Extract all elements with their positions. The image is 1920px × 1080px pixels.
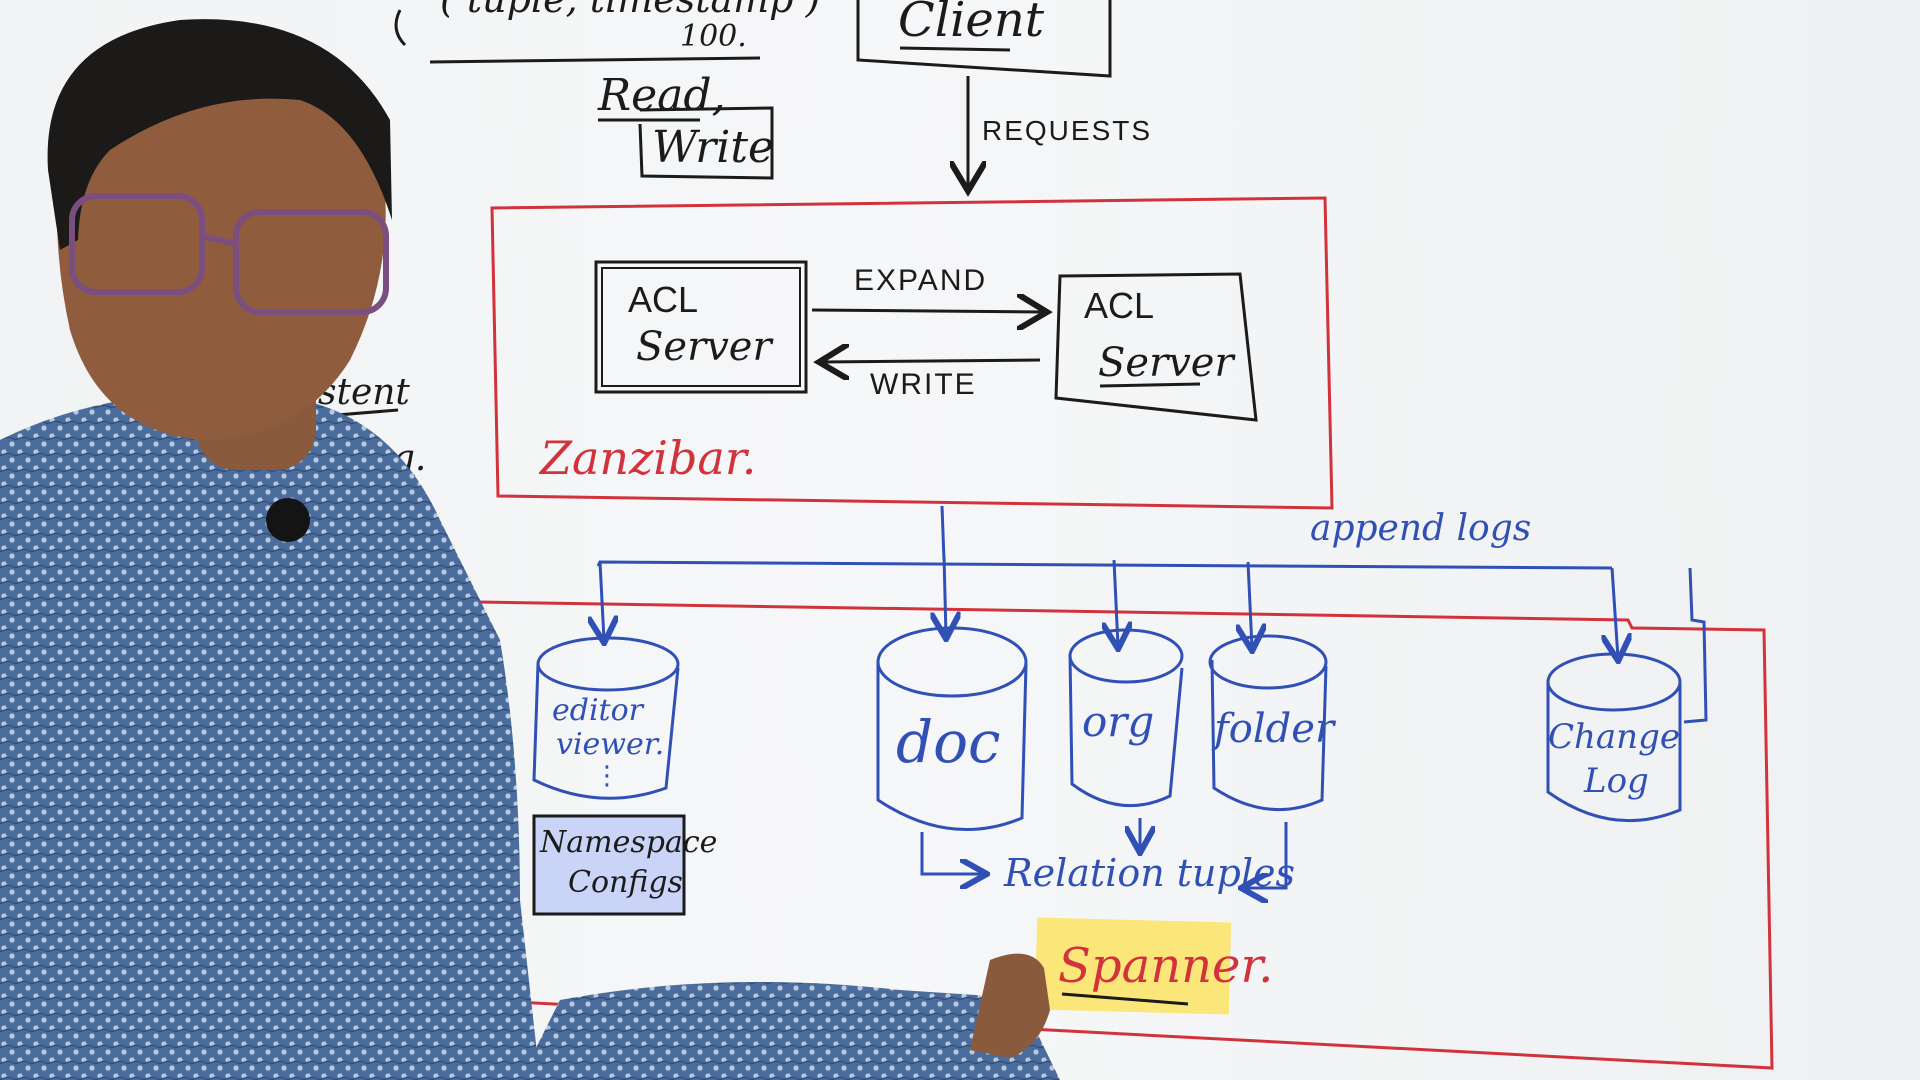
presenter-hair <box>47 19 392 250</box>
folder-label: folder <box>1211 706 1337 752</box>
spanner-label: Spanner. <box>1058 938 1273 994</box>
changelog-line2: Log <box>1583 761 1649 801</box>
client-label: Client <box>898 0 1045 48</box>
write-label: WRITE <box>870 368 977 401</box>
presenter-face <box>56 50 386 440</box>
write-arrow: WRITE <box>822 360 1041 401</box>
doc-db: doc <box>876 626 1028 832</box>
expand-label: EXPAND <box>854 264 987 297</box>
acl-right-line1: ACL <box>1084 285 1154 326</box>
presenter <box>0 19 1060 1080</box>
changelog-db: Change Log <box>1546 652 1682 823</box>
zanzibar-box: Zanzibar. ACL Server ACL Server EXPAND W… <box>490 196 1334 510</box>
append-logs-label: append logs <box>1310 508 1531 549</box>
namespace-db-line1: editor <box>552 693 645 728</box>
tuple-text: ( tuple, timestamp ) <box>440 0 820 21</box>
acl-server-right: ACL Server <box>1054 272 1258 422</box>
number-text: 100. <box>680 19 747 54</box>
acl-left-line1: ACL <box>628 279 698 320</box>
read-text: Read, <box>597 70 726 121</box>
org-label: org <box>1082 697 1154 746</box>
expand-arrow: EXPAND <box>811 264 1044 312</box>
requests-arrow: REQUESTS <box>968 76 1152 188</box>
glasses-left-lens <box>69 193 205 295</box>
namespace-db-line2: viewer. <box>556 727 664 762</box>
client-box: Client <box>856 0 1112 78</box>
namespace-configs-box: Namespace Configs <box>532 814 717 916</box>
namespace-box-line1: Namespace <box>539 825 717 860</box>
org-db: org <box>1068 628 1184 808</box>
zanzibar-label: Zanzibar. <box>538 431 756 485</box>
lapel-microphone <box>266 498 310 542</box>
relation-tuples-label: Relation tuples <box>1003 851 1295 895</box>
spanner-note: Spanner. <box>1034 917 1273 1015</box>
read-write-note: Read, Write <box>597 70 774 180</box>
namespace-db-line3: ⋮ <box>594 761 620 791</box>
presenter-hand <box>970 953 1050 1058</box>
doc-label: doc <box>896 708 1001 776</box>
acl-server-left: ACL Server <box>594 260 808 394</box>
spanner-boundary <box>477 600 1774 1070</box>
acl-left-line2: Server <box>636 324 774 370</box>
namespace-box-line2: Configs <box>568 865 683 900</box>
namespace-db: editor viewer. ⋮ <box>532 636 680 800</box>
append-logs-bus: append logs <box>598 505 1708 724</box>
relation-tuples: Relation tuples <box>920 818 1295 895</box>
presenter-arm <box>520 982 1060 1080</box>
acl-right-line2: Server <box>1098 340 1236 386</box>
tuple-note: ( tuple, timestamp ) 100. <box>394 0 820 64</box>
presenter-shirt <box>0 392 540 1080</box>
folder-db: folder <box>1208 634 1337 812</box>
requests-label: REQUESTS <box>982 115 1152 146</box>
changelog-line1: Change <box>1548 717 1680 757</box>
write-text: Write <box>652 122 774 173</box>
glasses-right-lens <box>233 209 389 315</box>
